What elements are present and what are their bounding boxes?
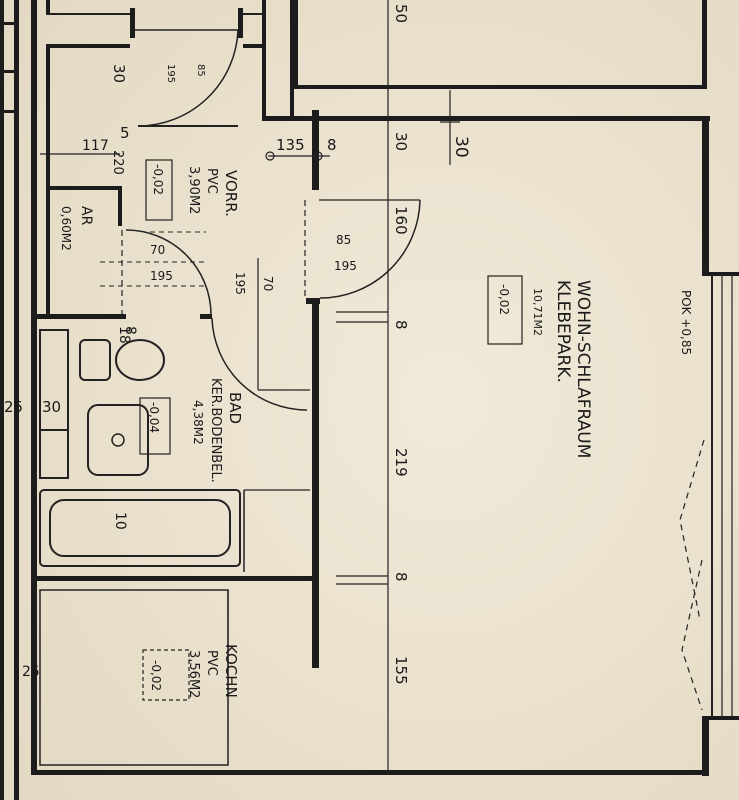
vorraum-floor: PVC (204, 168, 219, 194)
dim-8-low: 8 (392, 572, 410, 582)
toilet-tank (79, 339, 111, 381)
dim-50: 50 (392, 4, 410, 23)
ar-name: AR (78, 206, 94, 226)
pok-label: POK +0,85 (679, 290, 693, 355)
dim-70-b: 70 (261, 276, 275, 291)
dim-195-mid: 195 (334, 259, 357, 273)
dim-30-right: 30 (451, 136, 471, 158)
ar-area: 0,60M2 (59, 206, 73, 251)
bad-floor: KER.BODENBEL. (208, 378, 223, 483)
washbasin (87, 404, 149, 476)
bathtub (39, 489, 241, 567)
living-room-level: -0,02 (497, 284, 511, 315)
dim-85-top: 85 (195, 64, 206, 77)
dim-8-bad: 8 (122, 326, 138, 335)
bad-level: -0,04 (147, 402, 161, 433)
left-outer-wall (0, 0, 4, 800)
dim-220: 220 (110, 150, 125, 175)
dimension-labels: 50 30 195 85 117 5 220 135 8 30 30 160 8… (4, 4, 471, 685)
dim-30-top: 30 (110, 64, 128, 83)
vorraum-name: VORR. (222, 170, 240, 217)
dim-155: 155 (392, 656, 410, 685)
bad-name: BAD (226, 392, 244, 424)
dim-85-mid: 85 (336, 233, 351, 247)
dim-117: 117 (82, 138, 109, 154)
bath-door-swing (211, 317, 308, 411)
dim-8-mid: 8 (392, 320, 410, 330)
vorraum-level: -0,02 (151, 164, 165, 195)
dim-18: 18 (116, 326, 132, 344)
fixtures (39, 0, 733, 775)
dim-8-top: 8 (327, 136, 337, 154)
dim-10: 10 (112, 512, 128, 530)
right-exterior-wall (702, 116, 709, 276)
dim-135: 135 (276, 136, 305, 154)
kochn-floor: PVC (204, 650, 219, 676)
dim-219: 219 (392, 448, 410, 477)
living-door-swing (319, 199, 421, 299)
dim-70-a: 70 (150, 243, 165, 257)
entry-door-swing (137, 29, 239, 127)
dim-30-mid: 30 (392, 132, 410, 151)
dim-160: 160 (392, 206, 410, 235)
living-room-area: 10,71M2 (531, 288, 544, 336)
bad-area: 4,38M2 (191, 400, 205, 445)
dim-30-bad: 30 (42, 398, 61, 416)
toilet-bowl (115, 339, 165, 381)
living-room-floor: KLEBEPARK. (553, 280, 573, 383)
vorraum-area: 3,90M2 (186, 166, 201, 214)
dim-25-kochn: 25 (22, 664, 40, 680)
ar-door-swing (125, 229, 212, 316)
room-labels: WOHN-SCHLAFRAUM KLEBEPARK. 10,71M2 -0,02… (59, 164, 693, 698)
bottom-wall (31, 770, 709, 775)
kochn-area: 3,56M2 (186, 650, 201, 698)
upper-room-wall (294, 85, 706, 89)
dim-25-left: 25 (4, 398, 23, 416)
dim-195-ar: 195 (150, 269, 173, 283)
kochn-level: -0,02 (149, 660, 163, 691)
living-room-name: WOHN-SCHLAFRAUM (573, 280, 593, 458)
kochn-name: KOCHN (222, 644, 240, 698)
dim-195-top: 195 (165, 64, 176, 83)
dim-5: 5 (120, 124, 130, 142)
dim-195-vert: 195 (233, 272, 247, 295)
